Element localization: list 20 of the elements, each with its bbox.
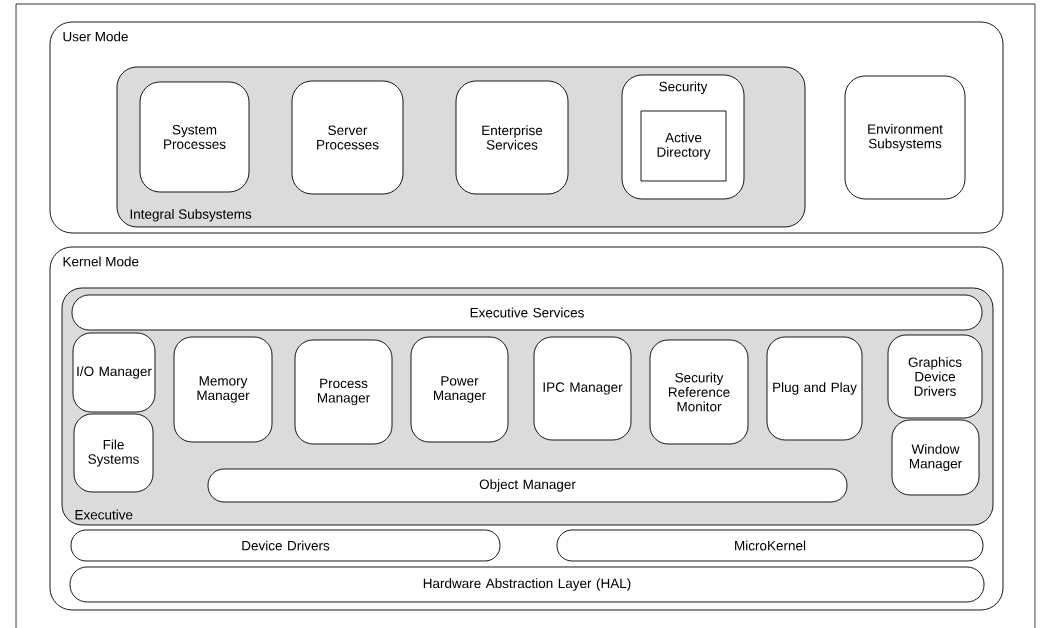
layer-bar: Device Drivers (70, 529, 501, 562)
layer-bar: Executive Services (71, 294, 983, 331)
component-box: Active Directory (640, 110, 727, 182)
component-box: File Systems (73, 413, 154, 493)
component-box: Plug and Play (766, 336, 863, 441)
layer-bar: Hardware Abstraction Layer (HAL) (69, 566, 985, 603)
component-box: I/O Manager (72, 332, 156, 413)
component-box: Security Reference Monitor (649, 339, 749, 445)
component-box: Process Manager (294, 339, 393, 445)
component-box: Server Processes (291, 80, 404, 195)
component-box: Graphics Device Drivers (887, 334, 983, 419)
layer-bar: MicroKernel (556, 529, 984, 562)
component-box: IPC Manager (533, 336, 632, 441)
component-box: System Processes (139, 81, 250, 193)
component-box: Window Manager (891, 419, 980, 496)
component-box: Environment Subsystems (844, 75, 966, 200)
component-box: Enterprise Services (455, 80, 569, 195)
component-box: Memory Manager (173, 336, 273, 443)
layer-bar: Object Manager (207, 468, 848, 503)
component-box: Power Manager (410, 336, 509, 443)
